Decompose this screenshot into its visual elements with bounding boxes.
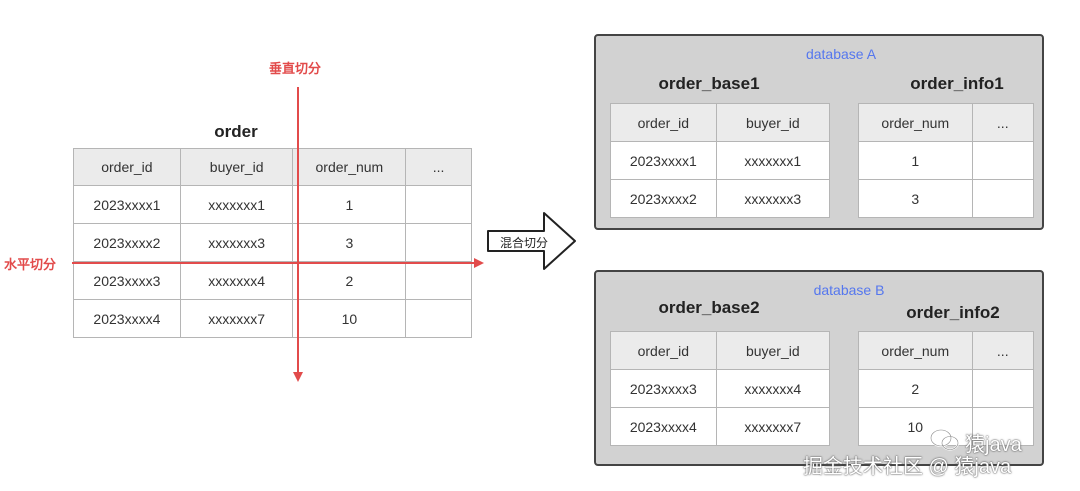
- order-base2-header-buyer-id: buyer_id: [715, 331, 831, 370]
- order-info2-table: order_num ... 2 10: [858, 331, 1035, 446]
- table-cell: [971, 369, 1035, 408]
- table-cell: [405, 261, 472, 300]
- table-row: 2023xxxx1 xxxxxxx1: [610, 141, 831, 180]
- database-a-label: database A: [805, 46, 877, 62]
- order-base2-title: order_base2: [658, 298, 760, 317]
- vertical-cut-arrowhead: [293, 372, 303, 382]
- table-row: 2023xxxx2 xxxxxxx3: [610, 179, 831, 218]
- table-cell: xxxxxxx3: [179, 223, 294, 262]
- vertical-cut-line: [297, 87, 299, 373]
- vertical-cut-label: 垂直切分: [269, 61, 322, 76]
- order-info1-header-order-num: order_num: [858, 103, 973, 142]
- hybrid-split-label: 混合切分: [499, 236, 548, 250]
- table-row: 2023xxxx4 xxxxxxx7: [610, 407, 831, 446]
- table-row: 2: [858, 369, 1035, 408]
- table-cell: [971, 141, 1035, 180]
- table-cell: 2023xxxx1: [610, 141, 717, 180]
- table-cell: 2023xxxx3: [73, 261, 181, 300]
- order-table-title: order: [214, 122, 258, 141]
- table-row: 2023xxxx2 xxxxxxx3 3: [73, 223, 472, 262]
- order-info1-title: order_info1: [910, 74, 1004, 93]
- table-cell: xxxxxxx7: [715, 407, 831, 446]
- table-cell: 2023xxxx3: [610, 369, 717, 408]
- table-cell: xxxxxxx4: [715, 369, 831, 408]
- hybrid-split-arrow: [487, 212, 576, 270]
- table-cell: 10: [292, 299, 407, 338]
- watermark-line1: 猿java: [965, 434, 1022, 456]
- order-info2-header-more: ...: [971, 331, 1035, 370]
- wechat-icon: [930, 429, 959, 451]
- table-cell: 10: [858, 407, 973, 446]
- order-info2-header-order-num: order_num: [858, 331, 973, 370]
- table-row: 2023xxxx4 xxxxxxx7 10: [73, 299, 472, 338]
- table-cell: [405, 223, 472, 262]
- order-base2-header-order-id: order_id: [610, 331, 717, 370]
- order-base1-table: order_id buyer_id 2023xxxx1 xxxxxxx1 202…: [610, 103, 831, 218]
- horizontal-cut-line: [72, 262, 475, 264]
- table-row: 1: [858, 141, 1035, 180]
- table-cell: [405, 185, 472, 224]
- order-info2-title: order_info2: [906, 303, 1000, 322]
- table-row: 10: [858, 407, 1035, 446]
- table-cell: xxxxxxx7: [179, 299, 294, 338]
- table-cell: 2023xxxx2: [73, 223, 181, 262]
- order-info1-table: order_num ... 1 3: [858, 103, 1035, 218]
- table-row: 2023xxxx1 xxxxxxx1 1: [73, 185, 472, 224]
- order-base2-table: order_id buyer_id 2023xxxx3 xxxxxxx4 202…: [610, 331, 831, 446]
- order-table-header-order-num: order_num: [292, 148, 407, 186]
- table-cell: [971, 179, 1035, 218]
- table-row: 2023xxxx3 xxxxxxx4: [610, 369, 831, 408]
- table-row: 3: [858, 179, 1035, 218]
- table-cell: xxxxxxx1: [179, 185, 294, 224]
- order-table-header-order-id: order_id: [73, 148, 181, 186]
- table-cell: [405, 299, 472, 338]
- table-cell: 2: [858, 369, 973, 408]
- table-cell: 2023xxxx1: [73, 185, 181, 224]
- watermark-line2: 掘金技术社区 @ 猿java: [803, 456, 1012, 478]
- order-info1-header-more: ...: [971, 103, 1035, 142]
- table-cell: 3: [292, 223, 407, 262]
- order-table-header-more: ...: [405, 148, 472, 186]
- table-cell: 2023xxxx2: [610, 179, 717, 218]
- order-table: order_id buyer_id order_num ... 2023xxxx…: [73, 148, 472, 338]
- table-cell: 3: [858, 179, 973, 218]
- horizontal-cut-arrowhead: [474, 258, 484, 268]
- table-cell: 1: [858, 141, 973, 180]
- table-row: 2023xxxx3 xxxxxxx4 2: [73, 261, 472, 300]
- database-a-panel: database A order_base1 order_info1 order…: [594, 34, 1044, 230]
- order-base1-title: order_base1: [658, 74, 760, 93]
- order-base1-header-order-id: order_id: [610, 103, 717, 142]
- order-table-header-buyer-id: buyer_id: [179, 148, 294, 186]
- table-cell: 1: [292, 185, 407, 224]
- table-cell: 2: [292, 261, 407, 300]
- table-cell: xxxxxxx4: [179, 261, 294, 300]
- table-cell: 2023xxxx4: [610, 407, 717, 446]
- table-cell: [971, 407, 1035, 446]
- table-cell: 2023xxxx4: [73, 299, 181, 338]
- database-b-label: database B: [813, 282, 885, 298]
- table-cell: xxxxxxx1: [715, 141, 831, 180]
- database-b-panel: database B order_base2 order_info2 order…: [594, 270, 1044, 466]
- table-cell: xxxxxxx3: [715, 179, 831, 218]
- horizontal-cut-label: 水平切分: [4, 257, 57, 272]
- order-base1-header-buyer-id: buyer_id: [715, 103, 831, 142]
